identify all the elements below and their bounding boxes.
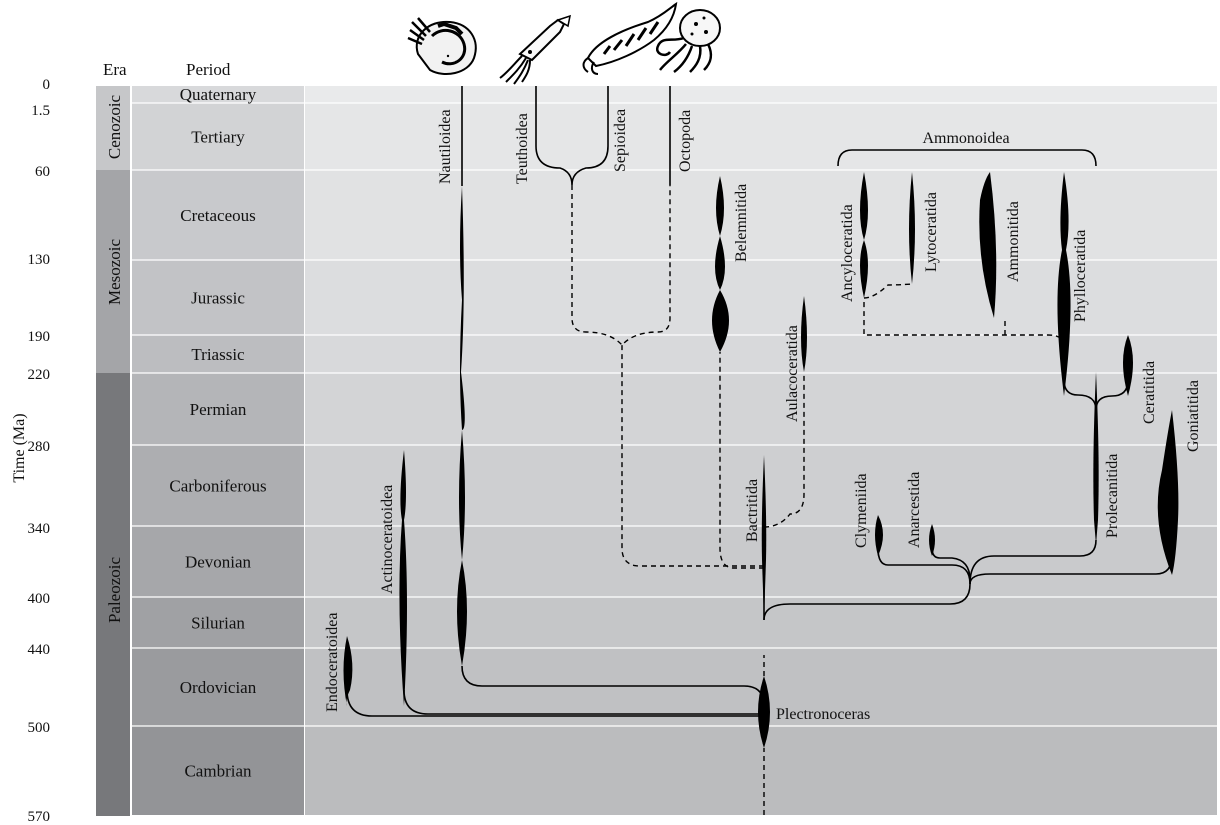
chart-band-quaternary xyxy=(305,86,1217,103)
label-teuthoidea: Teuthoidea xyxy=(514,113,531,184)
era-header: Era xyxy=(103,60,127,79)
time-tick-label: 340 xyxy=(28,521,51,537)
time-tick-label: 440 xyxy=(28,642,51,658)
label-phylloceratida: Phylloceratida xyxy=(1072,230,1089,322)
chart-band-cambrian xyxy=(305,726,1217,815)
cuttlefish-icon xyxy=(584,4,677,74)
time-axis-ticks: 0 1.5 60 130 190 220 280 340 400 440 500 570 xyxy=(28,77,51,825)
period-label-carboniferous: Carboniferous xyxy=(169,477,266,496)
time-tick-label: 400 xyxy=(28,591,51,607)
label-nautiloidea: Nautiloidea xyxy=(437,109,454,184)
chart-band-permian xyxy=(305,373,1217,445)
time-tick-label: 60 xyxy=(35,164,50,180)
label-octopoda: Octopoda xyxy=(677,110,694,172)
label-clymeniida: Clymeniida xyxy=(853,473,870,548)
label-ammonitida: Ammonitida xyxy=(1005,201,1022,282)
time-tick-label: 220 xyxy=(28,367,51,383)
time-tick-label: 570 xyxy=(28,809,51,825)
time-tick-label: 130 xyxy=(28,252,51,268)
period-label-cambrian: Cambrian xyxy=(184,762,252,781)
time-tick-label: 280 xyxy=(28,439,51,455)
period-label-triassic: Triassic xyxy=(191,345,245,364)
period-label-jurassic: Jurassic xyxy=(191,289,245,308)
label-belemnitida: Belemnitida xyxy=(733,184,750,262)
label-ceratitida: Ceratitida xyxy=(1141,361,1158,424)
label-lytoceratida: Lytoceratida xyxy=(923,192,940,272)
label-prolecanitida: Prolecanitida xyxy=(1104,454,1121,538)
label-sepioidea: Sepioidea xyxy=(612,109,629,172)
label-goniatitida: Goniatitida xyxy=(1185,380,1202,452)
period-label-quaternary: Quaternary xyxy=(180,85,257,104)
period-bands xyxy=(132,86,304,815)
label-ancyloceratida: Ancyloceratida xyxy=(839,204,856,302)
chart-band-carboniferous xyxy=(305,445,1217,526)
era-label-paleozoic: Paleozoic xyxy=(105,557,124,624)
chart-band-triassic xyxy=(305,335,1217,373)
period-label-ordovician: Ordovician xyxy=(180,678,257,697)
label-bactritida: Bactritida xyxy=(744,479,761,542)
era-label-mesozoic: Mesozoic xyxy=(105,239,124,306)
ammonoidea-label: Ammonoidea xyxy=(922,130,1009,147)
time-tick-label: 190 xyxy=(28,329,51,345)
nautilus-icon xyxy=(408,18,476,74)
chart-band-silurian xyxy=(305,597,1217,648)
squid-icon xyxy=(500,16,570,84)
time-tick-label: 500 xyxy=(28,720,51,736)
period-header: Period xyxy=(186,60,231,79)
time-tick-label: 0 xyxy=(43,77,51,93)
label-anarcestida: Anarcestida xyxy=(906,472,923,548)
label-plectronoceras: Plectronoceras xyxy=(776,706,870,723)
era-column: Cenozoic Mesozoic Paleozoic xyxy=(96,86,130,816)
time-axis-label: Time (Ma) xyxy=(11,413,28,482)
era-label-cenozoic: Cenozoic xyxy=(105,94,124,159)
label-endoceratoidea: Endoceratoidea xyxy=(324,613,341,713)
label-actinoceratoidea: Actinoceratoidea xyxy=(379,485,396,594)
period-label-devonian: Devonian xyxy=(185,553,252,572)
label-aulacoceratida: Aulacoceratida xyxy=(784,325,801,422)
time-tick-label: 1.5 xyxy=(31,103,50,119)
period-label-permian: Permian xyxy=(190,400,247,419)
period-label-cretaceous: Cretaceous xyxy=(180,206,256,225)
period-label-silurian: Silurian xyxy=(191,614,245,633)
chart-band-devonian xyxy=(305,526,1217,597)
period-label-tertiary: Tertiary xyxy=(191,128,245,147)
